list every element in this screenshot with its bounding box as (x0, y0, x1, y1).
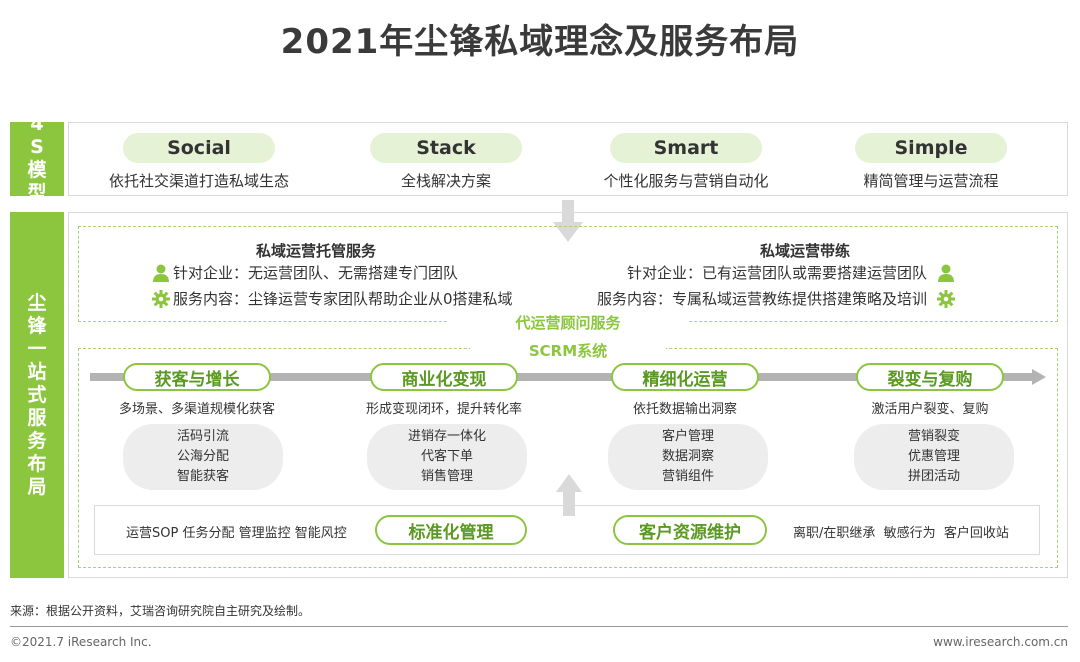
stage-pill-acquisition: 获客与增长 (123, 363, 271, 391)
gear-icon (152, 289, 170, 308)
bottom-left-text: 运营SOP 任务分配 管理监控 智能风控 (126, 526, 347, 541)
service-left-target: 针对企业：无运营团队、无需搭建专门团队 (152, 262, 458, 283)
stage-sub-operation: 依托数据输出洞察 (632, 402, 737, 417)
stage-item: 代客下单 (420, 449, 473, 464)
stage-items-acquisition: 活码引流 公海分配 智能获客 (123, 424, 283, 490)
four-s-desc-stack: 全栈解决方案 (400, 172, 491, 190)
four-s-pill-simple: Simple (855, 133, 1007, 163)
bottom-row-box (94, 505, 1040, 555)
service-right-content: 服务内容：专属私域运营教练提供搭建策略及培训 (597, 288, 956, 309)
service-right-title: 私域运营带练 (760, 242, 851, 260)
stage-pill-fission: 裂变与复购 (856, 363, 1004, 391)
four-s-desc-simple: 精简管理与运营流程 (863, 172, 999, 190)
footer-copyright: ©2021.7 iResearch Inc. (10, 635, 152, 649)
stage-pill-monetization: 商业化变现 (370, 363, 518, 391)
down-arrow-icon (553, 200, 583, 242)
stage-pill-operation: 精细化运营 (611, 363, 759, 391)
stage-item: 客户管理 (661, 429, 714, 444)
bottom-pill-customer: 客户资源维护 (613, 515, 767, 545)
service-right-target-text: 针对企业：已有运营团队或需要搭建运营团队 (627, 264, 928, 282)
four-s-pill-social: Social (123, 133, 275, 163)
stage-sub-acquisition: 多场景、多渠道规模化获客 (118, 402, 275, 417)
bottom-right-text: 离职/在职继承 敏感行为 客户回收站 (793, 526, 1009, 541)
stage-item: 进销存一体化 (407, 429, 486, 444)
service-right-content-text: 服务内容：专属私域运营教练提供搭建策略及培训 (597, 290, 928, 308)
page-title: 2021年尘锋私域理念及服务布局 (280, 22, 800, 62)
service-left-content-text: 服务内容：尘锋运营专家团队帮助企业从0搭建私域 (173, 290, 513, 308)
stage-items-fission: 营销裂变 优惠管理 拼团活动 (854, 424, 1014, 490)
stage-item: 智能获客 (176, 469, 229, 484)
stage-item: 公海分配 (176, 449, 229, 464)
stage-items-operation: 客户管理 数据洞察 营销组件 (608, 424, 768, 490)
four-s-label-text: 4S模型 (27, 113, 47, 204)
footer-source: 来源：根据公开资料，艾瑞咨询研究院自主研究及绘制。 (10, 604, 311, 618)
stage-item: 营销裂变 (907, 429, 960, 444)
stage-item: 营销组件 (661, 469, 714, 484)
stage-sub-monetization: 形成变现闭环，提升转化率 (365, 402, 522, 417)
service-right-target: 针对企业：已有运营团队或需要搭建运营团队 (627, 262, 955, 283)
scrm-label: SCRM系统 (470, 340, 666, 361)
service-left-title: 私域运营托管服务 (256, 242, 377, 260)
service-left-target-text: 针对企业：无运营团队、无需搭建专门团队 (173, 264, 459, 282)
footer-divider (10, 626, 1068, 627)
up-arrow-icon (556, 474, 582, 516)
user-icon (153, 264, 169, 282)
four-s-desc-smart: 个性化服务与营销自动化 (603, 172, 769, 190)
stage-items-monetization: 进销存一体化 代客下单 销售管理 (367, 424, 527, 490)
service-left-content: 服务内容：尘锋运营专家团队帮助企业从0搭建私域 (152, 288, 513, 309)
services-label: 代运营顾问服务 (448, 312, 688, 333)
four-s-desc-social: 依托社交渠道打造私域生态 (108, 172, 289, 190)
flow-arrow-icon (90, 369, 1046, 385)
stage-item: 拼团活动 (907, 469, 960, 484)
stage-item: 活码引流 (176, 429, 229, 444)
four-s-pill-stack: Stack (370, 133, 522, 163)
footer-website: www.iresearch.com.cn (933, 635, 1068, 649)
stage-item: 优惠管理 (907, 449, 960, 464)
four-s-pill-smart: Smart (610, 133, 762, 163)
gear-icon (937, 289, 956, 308)
user-icon (938, 264, 955, 282)
stage-item: 销售管理 (420, 469, 473, 484)
four-s-label: 4S模型 (10, 113, 64, 204)
bottom-pill-standardized: 标准化管理 (375, 515, 527, 545)
stage-sub-fission: 激活用户裂变、复购 (871, 402, 989, 417)
four-s-panel (68, 122, 1068, 196)
main-label: 尘锋一站式服务布局 (10, 212, 64, 578)
stage-item: 数据洞察 (661, 449, 714, 464)
main-label-text: 尘锋一站式服务布局 (27, 291, 47, 498)
